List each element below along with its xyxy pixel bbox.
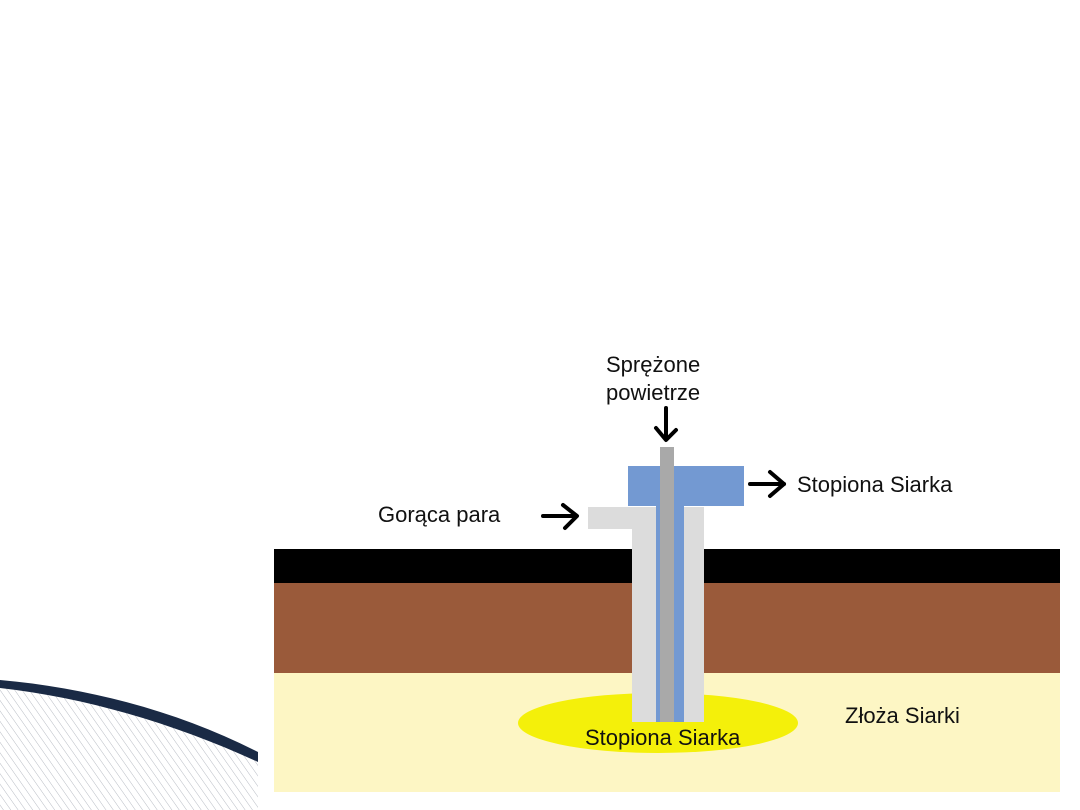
compressed-air-label-line1: Sprężone: [606, 352, 701, 377]
molten-sulfur-pool-label: Stopiona Siarka: [585, 725, 741, 750]
molten-sulfur-pool: [518, 693, 798, 753]
corner-swoosh-stroke: [0, 680, 258, 762]
compressed-air-label-line2: powietrze: [606, 380, 701, 405]
arrow-down-icon: [654, 406, 678, 442]
molten-sulfur-out-label: Stopiona Siarka: [797, 472, 953, 497]
hot-steam-label: Gorąca para: [378, 502, 501, 527]
inner-air-pipe: [660, 447, 674, 722]
arrow-right-icon: [748, 470, 786, 498]
arrow-right-icon: [541, 503, 579, 530]
sulfur-deposits-label: Złoża Siarki: [845, 703, 960, 728]
corner-hatch-area: [0, 682, 258, 810]
outer-steam-pipe: [588, 507, 704, 722]
